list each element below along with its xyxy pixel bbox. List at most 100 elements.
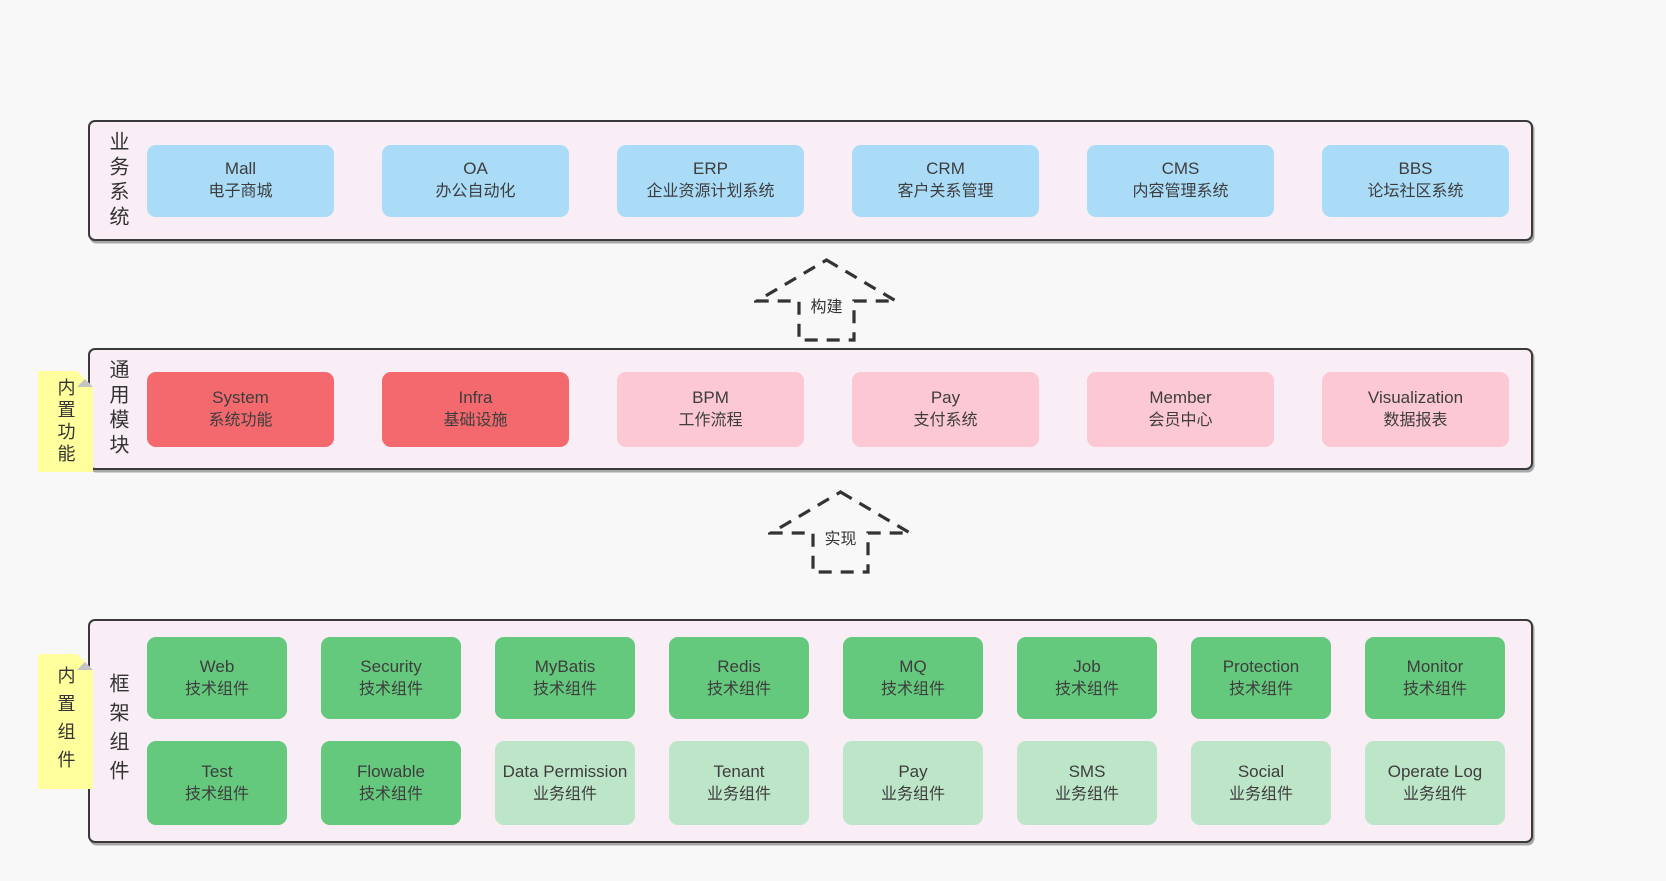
diagram-box-test: Test 技术组件 (147, 741, 287, 825)
diagram-box-data-permission: Data Permission 业务组件 (495, 741, 635, 825)
layer-framework-components-label: 框架组件 (106, 673, 128, 789)
diagram-box-crm: CRM 客户关系管理 (852, 144, 1039, 217)
diagram-box-bbs: BBS 论坛社区系统 (1322, 144, 1509, 217)
box-subtitle: 技术组件 (532, 680, 597, 698)
box-title: Infra (458, 387, 493, 407)
box-title: Flowable (356, 761, 426, 781)
box-subtitle: 技术组件 (706, 680, 771, 698)
box-subtitle: 技术组件 (184, 785, 249, 803)
box-title: CRM (926, 159, 965, 179)
sticky-note-builtin-features: 内置功能 (38, 371, 93, 472)
diagram-box-protection: Protection 技术组件 (1191, 637, 1331, 719)
box-title: OA (463, 159, 488, 179)
box-title: Operate Log (1387, 761, 1483, 781)
layer-business-systems-boxes: Mall 电子商城 OA 办公自动化 ERP 企业资源计划系统 CRM 客户关系管理 CMS 内容… (147, 122, 1515, 239)
diagram-box-member: Member 会员中心 (1087, 371, 1274, 447)
box-subtitle: 系统功能 (208, 411, 273, 429)
layer-common-modules-label: 通用模块 (106, 359, 128, 459)
box-subtitle: 数据报表 (1383, 411, 1448, 429)
box-title: Pay (930, 387, 961, 407)
diagram-box-flowable: Flowable 技术组件 (321, 741, 461, 825)
diagram-box-cms: CMS 内容管理系统 (1087, 144, 1274, 217)
layer-business-systems: 业务系统 Mall 电子商城 OA 办公自动化 ERP 企业资源计划系统 CRM 客户关系管理… (88, 120, 1533, 241)
box-title: Member (1149, 387, 1212, 407)
box-title: MyBatis (534, 656, 596, 676)
sticky-note-builtin-features-label: 内置功能 (55, 377, 76, 466)
box-subtitle: 技术组件 (184, 680, 249, 698)
box-subtitle: 技术组件 (1054, 680, 1119, 698)
diagram-box-mall: Mall 电子商城 (147, 144, 334, 217)
layer-business-systems-label: 业务系统 (106, 130, 128, 231)
box-title: Web (199, 656, 235, 676)
box-subtitle: 企业资源计划系统 (646, 183, 775, 201)
diagram-box-redis: Redis 技术组件 (669, 637, 809, 719)
diagram-box-oa: OA 办公自动化 (382, 144, 569, 217)
box-subtitle: 办公自动化 (435, 183, 516, 201)
diagram-box-mybatis: MyBatis 技术组件 (495, 637, 635, 719)
diagram-box-operate-log: Operate Log 业务组件 (1365, 741, 1505, 825)
box-title: Social (1237, 761, 1285, 781)
box-subtitle: 业务组件 (1228, 785, 1293, 803)
box-subtitle: 会员中心 (1148, 411, 1213, 429)
arrow-build: 构建 (754, 257, 899, 343)
diagram-box-social: Social 业务组件 (1191, 741, 1331, 825)
sticky-note-builtin-components: 内置组件 (38, 654, 93, 789)
box-title: Monitor (1406, 656, 1464, 676)
diagram-box-job: Job 技术组件 (1017, 637, 1157, 719)
box-title: SMS (1068, 761, 1106, 781)
box-title: System (212, 387, 269, 407)
box-subtitle: 业务组件 (880, 785, 945, 803)
diagram-box-tenant: Tenant 业务组件 (669, 741, 809, 825)
box-title: CMS (1161, 159, 1200, 179)
box-title: Job (1073, 656, 1101, 676)
box-subtitle: 论坛社区系统 (1367, 183, 1464, 201)
up-arrow-dashed-icon (754, 258, 899, 342)
box-subtitle: 工作流程 (678, 411, 743, 429)
box-subtitle: 技术组件 (1228, 680, 1293, 698)
box-title: MQ (899, 656, 927, 676)
box-title: Security (360, 656, 422, 676)
box-subtitle: 电子商城 (208, 183, 273, 201)
box-subtitle: 内容管理系统 (1132, 183, 1229, 201)
sticky-note-builtin-components-label: 内置组件 (55, 665, 76, 778)
box-title: Data Permission (502, 761, 628, 781)
box-subtitle: 业务组件 (1402, 785, 1467, 803)
diagram-box-visualization: Visualization 数据报表 (1322, 371, 1509, 447)
diagram-box-web: Web 技术组件 (147, 637, 287, 719)
box-subtitle: 业务组件 (706, 785, 771, 803)
box-row: Mall 电子商城 OA 办公自动化 ERP 企业资源计划系统 CRM 客户关系管理 CMS 内容… (147, 144, 1515, 217)
box-title: ERP (693, 159, 728, 179)
diagram-box-infra: Infra 基础设施 (382, 371, 569, 447)
box-subtitle: 技术组件 (358, 785, 423, 803)
box-title: Test (201, 761, 233, 781)
diagram-box-mq: MQ 技术组件 (843, 637, 983, 719)
box-title: Pay (898, 761, 928, 781)
diagram-box-bpm: BPM 工作流程 (617, 371, 804, 447)
box-title: Protection (1222, 656, 1300, 676)
box-subtitle: 客户关系管理 (897, 183, 994, 201)
box-title: BPM (692, 387, 729, 407)
box-title: BBS (1398, 159, 1433, 179)
arrow-build-label: 构建 (807, 292, 846, 318)
box-title: Tenant (713, 761, 765, 781)
up-arrow-dashed-icon (768, 490, 913, 574)
box-title: Visualization (1367, 387, 1464, 407)
box-subtitle: 技术组件 (880, 680, 945, 698)
arrow-implement-label: 实现 (821, 524, 860, 550)
box-title: Redis (717, 656, 761, 676)
box-subtitle: 基础设施 (443, 411, 508, 429)
box-title: Mall (224, 159, 257, 179)
box-subtitle: 业务组件 (532, 785, 597, 803)
diagram-box-system: System 系统功能 (147, 371, 334, 447)
